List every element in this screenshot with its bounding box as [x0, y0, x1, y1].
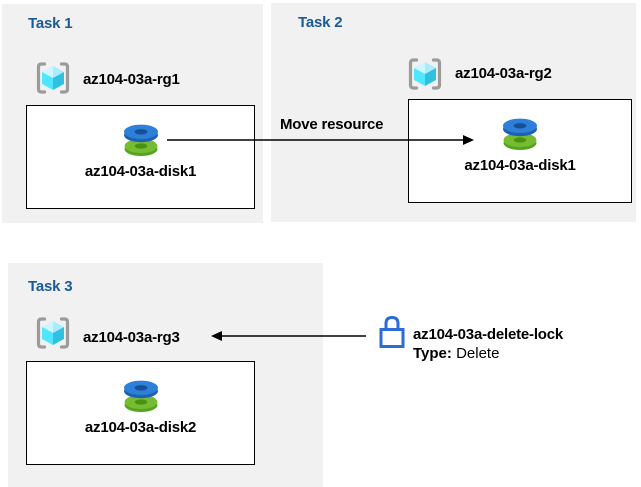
panel-task-2: Task 2 az104-03a-rg2 az104-03a-disk1	[271, 3, 636, 222]
delete-lock-type-label: Type:	[413, 345, 452, 362]
delete-lock-name: az104-03a-delete-lock	[413, 326, 564, 343]
disk-icon	[123, 124, 158, 156]
disk-label: az104-03a-disk2	[84, 419, 197, 436]
move-resource-label: Move resource	[280, 116, 384, 133]
resource-group-label: az104-03a-rg3	[83, 329, 180, 346]
resource-group-label: az104-03a-rg1	[83, 71, 180, 88]
resource-box: az104-03a-disk1	[26, 105, 255, 209]
delete-lock-type: Type: Delete	[413, 344, 563, 363]
panel-task-1: Task 1 az104-03a-rg1 az104-03a-disk1	[2, 4, 263, 223]
lock-icon	[379, 315, 405, 348]
delete-lock-text: az104-03a-delete-lock Type: Delete	[413, 325, 563, 363]
delete-lock-type-value: Delete	[456, 345, 500, 362]
disk-label: az104-03a-disk1	[464, 157, 576, 174]
resource-group-icon	[36, 317, 70, 349]
resource-group-icon	[408, 58, 442, 90]
task-3-heading: Task 3	[28, 278, 73, 295]
disk-icon	[503, 118, 537, 150]
disk-label: az104-03a-disk1	[84, 163, 197, 180]
disk-icon	[123, 380, 158, 412]
task-1-heading: Task 1	[28, 15, 73, 32]
resource-group-icon	[36, 62, 70, 94]
resource-group-label: az104-03a-rg2	[455, 65, 552, 82]
resource-box: az104-03a-disk1	[408, 99, 632, 203]
resource-box: az104-03a-disk2	[26, 361, 255, 465]
task-2-heading: Task 2	[298, 14, 343, 31]
panel-task-3: Task 3 az104-03a-rg3 az104-03a-disk2	[8, 263, 323, 487]
